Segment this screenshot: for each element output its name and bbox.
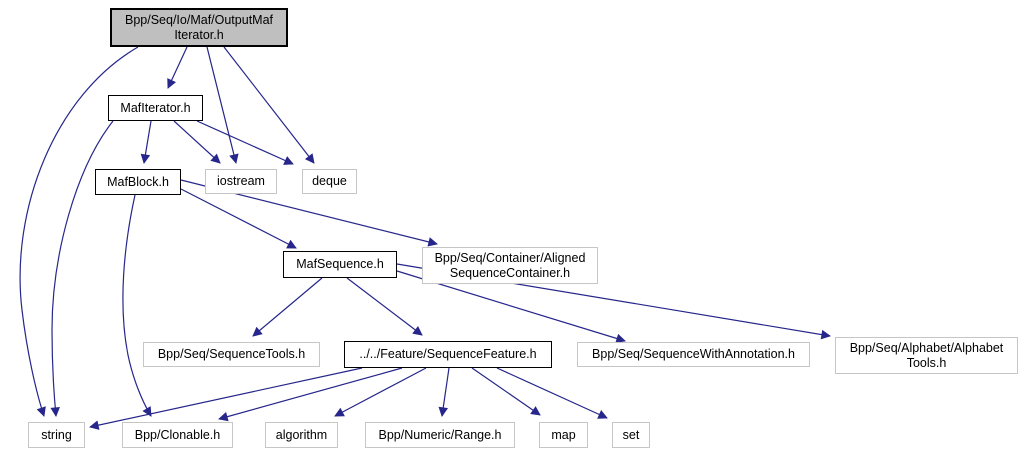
edge-mafiterator-to-deque [196,120,294,165]
edge-seqfeature-to-range [438,367,450,417]
node-label: set [622,427,640,442]
edge-seqfeature-to-map [471,367,541,416]
node-label: MafSequence.h [296,257,384,271]
node-range: Bpp/Numeric/Range.h [365,422,515,448]
node-alphabet-tools: Bpp/Seq/Alphabet/Alphabet Tools.h [835,337,1018,374]
node-label: string [41,427,72,442]
edge-mafblock-to-clonable [122,194,152,417]
edge-mafiterator-to-string [50,120,114,417]
node-label: Bpp/Clonable.h [134,427,221,442]
node-label: Bpp/Seq/Container/Aligned [434,250,586,265]
node-string: string [28,422,85,448]
node-label: Bpp/Seq/Alphabet/Alphabet [849,340,1004,355]
node-label: MafIterator.h [120,100,191,115]
node-label: map [551,427,576,442]
edge-mafiterator-to-iostream [173,120,221,164]
edge-outputmaf-to-deque [223,46,315,164]
node-label: SequenceContainer.h [449,265,571,280]
edge-seqfeature-to-clonable [218,367,403,422]
node-label: Iterator.h [174,27,224,42]
node-label: Bpp/Seq/SequenceTools.h [157,347,306,361]
node-aligned-sequence-container: Bpp/Seq/Container/Aligned SequenceContai… [422,247,598,284]
edge-outputmaf-to-iostream [206,46,239,164]
edge-seqfeature-to-set [496,367,608,419]
node-label: Tools.h [906,355,947,370]
node-set: set [612,422,650,448]
node-label: deque [312,174,347,188]
node-maf-sequence[interactable]: MafSequence.h [283,251,397,278]
node-sequence-feature[interactable]: ../../Feature/SequenceFeature.h [344,341,552,368]
edge-outputmaf-to-mafiterator [167,46,188,89]
node-iostream: iostream [205,169,277,194]
node-label: Bpp/Numeric/Range.h [378,427,502,442]
edge-seqfeature-to-algorithm [334,367,427,417]
edge-outputmaf-to-string [19,46,139,417]
node-algorithm: algorithm [265,422,338,448]
node-deque: deque [302,169,357,194]
edge-seqfeature-to-string [89,367,363,430]
node-maf-block[interactable]: MafBlock.h [95,169,181,195]
node-sequence-with-annotation: Bpp/Seq/SequenceWithAnnotation.h [577,342,810,367]
edge-mafblock-to-mafsequence [180,188,297,249]
node-sequence-tools: Bpp/Seq/SequenceTools.h [143,342,320,367]
node-label: Bpp/Seq/SequenceWithAnnotation.h [592,347,795,361]
node-label: Bpp/Seq/Io/Maf/OutputMaf [125,12,273,27]
edge-mafsequence-to-seqtools [252,277,323,337]
node-label: iostream [217,174,265,188]
node-label: ../../Feature/SequenceFeature.h [359,347,537,361]
edge-mafiterator-to-mafblock [140,120,152,164]
node-maf-iterator[interactable]: MafIterator.h [108,95,203,121]
node-label: MafBlock.h [107,174,169,189]
node-label: algorithm [275,427,328,442]
edge-mafsequence-to-seqfeature [346,277,423,336]
node-clonable: Bpp/Clonable.h [122,422,233,448]
node-map: map [539,422,588,448]
node-output-maf-iterator: Bpp/Seq/Io/Maf/OutputMaf Iterator.h [110,8,288,47]
